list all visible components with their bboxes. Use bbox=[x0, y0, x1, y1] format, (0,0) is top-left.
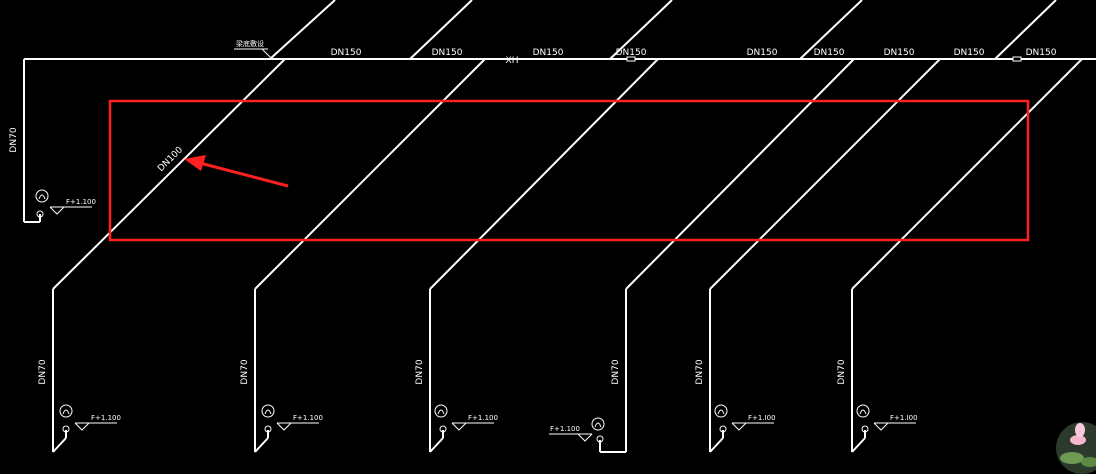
left-riser-size-label: DN70 bbox=[9, 127, 19, 152]
elevation-label: F+1.100 bbox=[550, 425, 580, 433]
fire-hydrant-symbol-icon bbox=[434, 404, 448, 433]
pipe-size-label: DN150 bbox=[814, 48, 845, 58]
elevation-triangle-icon bbox=[276, 422, 319, 431]
left-riser: DN70 F+1.100 bbox=[9, 127, 96, 218]
riser-branch: DN70 F+1.100 bbox=[240, 289, 323, 453]
branch-diagonals bbox=[52, 58, 1083, 290]
pipe-size-label: DN150 bbox=[954, 48, 985, 58]
valve-icon bbox=[1012, 56, 1022, 62]
riser-size-label: DN70 bbox=[837, 359, 847, 384]
riser-size-label: DN70 bbox=[38, 359, 48, 384]
riser-branch: DN70 F+1.I00 bbox=[837, 289, 918, 453]
riser-size-label: DN70 bbox=[611, 359, 621, 384]
elevation-label: F+1.100 bbox=[91, 414, 121, 422]
elevation-label: F+1.I00 bbox=[748, 414, 776, 422]
riser-branch: DN70 F+1.100 bbox=[38, 289, 121, 453]
beam-note-label: 梁底敷设 bbox=[236, 39, 264, 48]
highlight-box bbox=[108, 99, 1030, 242]
elevation-triangle-icon bbox=[49, 206, 92, 215]
elevation-triangle-icon bbox=[74, 422, 117, 431]
elevation-label: F+1.100 bbox=[66, 198, 96, 206]
elevation-triangle-icon bbox=[873, 422, 916, 431]
pipe-size-label: DN150 bbox=[331, 48, 362, 58]
beam-note: 梁底敷设 bbox=[234, 39, 273, 60]
elevation-label: F+1.100 bbox=[468, 414, 498, 422]
elevation-label: F+1.I00 bbox=[890, 414, 918, 422]
lotus-watermark-icon bbox=[1056, 422, 1096, 474]
riser-branch: DN70 F+1.I00 bbox=[695, 289, 776, 453]
fire-hydrant-symbol-icon bbox=[261, 404, 275, 433]
riser-size-label: DN70 bbox=[240, 359, 250, 384]
pipe-size-label: DN150 bbox=[533, 48, 564, 58]
riser-branch: DN70 F+1.100 bbox=[549, 289, 627, 453]
pipe-size-label: DN150 bbox=[747, 48, 778, 58]
valve-icon bbox=[626, 56, 636, 62]
fire-hydrant-symbol-icon bbox=[35, 189, 49, 218]
fire-hydrant-symbol-icon bbox=[59, 404, 73, 433]
fire-hydrant-symbol-icon bbox=[856, 404, 870, 433]
arrow-icon bbox=[184, 155, 289, 188]
bottom-risers: DN70 F+1.100 DN70 bbox=[38, 289, 918, 453]
elevation-label: F+1.100 bbox=[293, 414, 323, 422]
pipe-size-label: DN150 bbox=[884, 48, 915, 58]
elevation-triangle-icon bbox=[549, 433, 593, 442]
main-pipe-labels: DN150 DN150 DN150 DN150 DN150 DN150 DN15… bbox=[234, 39, 1057, 66]
upper-diagonal-pipes bbox=[269, 0, 1057, 60]
fire-hydrant-symbol-icon bbox=[714, 404, 728, 433]
riser-size-label: DN70 bbox=[695, 359, 705, 384]
pipe-size-label: DN150 bbox=[432, 48, 463, 58]
branch-size-label: DN100 bbox=[156, 145, 185, 174]
xh-label: XH bbox=[506, 56, 519, 66]
main-horizontal-pipe bbox=[23, 56, 1096, 223]
elevation-triangle-icon bbox=[731, 422, 774, 431]
pipe-size-label: DN150 bbox=[1026, 48, 1057, 58]
riser-size-label: DN70 bbox=[415, 359, 425, 384]
fire-hydrant-symbol-icon bbox=[591, 417, 605, 443]
pipe-size-label: DN150 bbox=[616, 48, 647, 58]
elevation-triangle-icon bbox=[451, 422, 494, 431]
riser-branch: DN70 F+1.100 bbox=[415, 289, 498, 453]
